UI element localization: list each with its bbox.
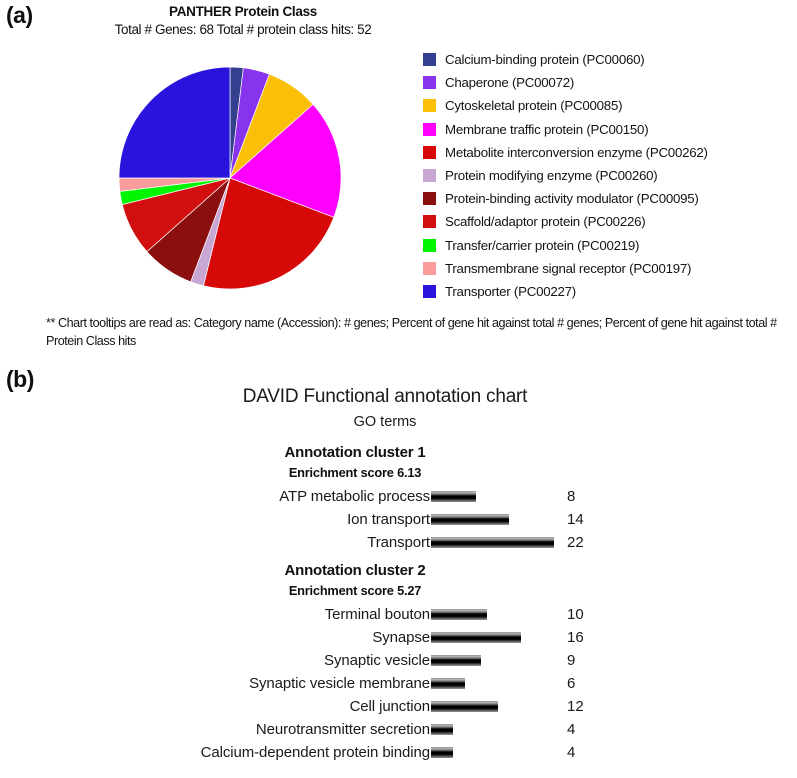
go-term-row[interactable]: Synaptic vesicle 9	[0, 649, 797, 672]
go-term-bar	[431, 632, 521, 643]
legend-item-label: Membrane traffic protein (PC00150)	[445, 121, 649, 137]
panel-a-panther: (a) PANTHER Protein Class Total # Genes:…	[0, 0, 797, 366]
legend-item-label: Cytoskeletal protein (PC00085)	[445, 98, 623, 114]
go-term-count: 10	[567, 606, 584, 623]
legend-color-swatch	[423, 122, 436, 136]
legend-item[interactable]: Calcium-binding protein (PC00060)	[423, 48, 793, 71]
legend-color-swatch	[423, 215, 436, 229]
go-term-bar	[431, 537, 554, 548]
go-term-bar	[431, 609, 487, 620]
panel-a-label: (a)	[6, 2, 33, 28]
go-term-label: Neurotransmitter secretion	[255, 721, 430, 738]
legend-item-label: Protein modifying enzyme (PC00260)	[445, 168, 658, 184]
go-term-count: 8	[567, 488, 576, 505]
annotation-cluster-2: Annotation cluster 2 Enrichment score 5.…	[0, 562, 797, 764]
go-term-row[interactable]: Synaptic vesicle membrane 6	[0, 672, 797, 695]
go-term-label: Synaptic vesicle	[324, 652, 430, 669]
go-term-count: 4	[567, 744, 576, 761]
pie-slice[interactable]: Transporter (PC00227): 13	[118, 66, 231, 179]
legend-item-label: Transporter (PC00227)	[445, 283, 576, 299]
david-chart-subtitle: GO terms	[353, 414, 417, 430]
go-term-count: 22	[567, 534, 584, 551]
go-term-bar	[431, 491, 476, 502]
legend-color-swatch	[423, 145, 436, 159]
legend-item-label: Chaperone (PC00072)	[445, 75, 575, 91]
go-term-label: Ion transport	[347, 511, 430, 528]
go-term-label: Transport	[367, 534, 430, 551]
panel-b-label: (b)	[6, 366, 34, 392]
legend-color-swatch	[423, 192, 436, 206]
legend-color-swatch	[423, 53, 436, 67]
go-term-count: 16	[567, 629, 584, 646]
panther-footnote: ** Chart tooltips are read as: Category …	[46, 316, 777, 349]
panel-b-david: (b) DAVID Functional annotation chart GO…	[0, 366, 797, 778]
panther-chart-title: PANTHER Protein Class	[169, 4, 317, 19]
go-term-count: 12	[567, 698, 584, 715]
cluster-enrichment-score: Enrichment score 5.27	[288, 583, 422, 598]
legend-item[interactable]: Metabolite interconversion enzyme (PC002…	[423, 141, 793, 164]
legend-item[interactable]: Transmembrane signal receptor (PC00197)	[423, 257, 793, 280]
go-term-row[interactable]: Calcium-dependent protein binding 4	[0, 741, 797, 764]
go-term-bar	[431, 678, 465, 689]
go-term-row[interactable]: ATP metabolic process 8	[0, 485, 797, 508]
go-term-count: 9	[567, 652, 576, 669]
legend-color-swatch	[423, 284, 436, 298]
pie-svg: Calcium-binding protein (PC00060): 1Chap…	[118, 66, 342, 290]
legend-item[interactable]: Scaffold/adaptor protein (PC00226)	[423, 210, 793, 233]
legend-color-swatch	[423, 238, 436, 252]
legend-color-swatch	[423, 261, 436, 275]
legend-item[interactable]: Transporter (PC00227)	[423, 280, 793, 303]
go-term-label: Calcium-dependent protein binding	[200, 744, 430, 761]
legend-item[interactable]: Protein modifying enzyme (PC00260)	[423, 164, 793, 187]
go-term-bar	[431, 655, 481, 666]
go-term-bar	[431, 724, 453, 735]
go-term-row[interactable]: Synapse 16	[0, 626, 797, 649]
go-term-row[interactable]: Ion transport 14	[0, 508, 797, 531]
legend-item-label: Transfer/carrier protein (PC00219)	[445, 237, 640, 253]
legend-item-label: Metabolite interconversion enzyme (PC002…	[445, 144, 708, 160]
annotation-cluster-1: Annotation cluster 1 Enrichment score 6.…	[0, 444, 797, 554]
cluster-title: Annotation cluster 2	[284, 562, 426, 579]
go-term-label: ATP metabolic process	[279, 488, 430, 505]
go-term-bar	[431, 747, 453, 758]
david-chart-title: DAVID Functional annotation chart	[242, 386, 528, 407]
go-term-row[interactable]: Cell junction 12	[0, 695, 797, 718]
legend-item[interactable]: Cytoskeletal protein (PC00085)	[423, 94, 793, 117]
legend-item-label: Protein-binding activity modulator (PC00…	[445, 191, 699, 207]
go-term-row[interactable]: Terminal bouton 10	[0, 603, 797, 626]
go-term-label: Terminal bouton	[324, 606, 430, 623]
legend-item[interactable]: Transfer/carrier protein (PC00219)	[423, 234, 793, 257]
legend-item-label: Scaffold/adaptor protein (PC00226)	[445, 214, 646, 230]
legend-color-swatch	[423, 169, 436, 183]
go-term-bar	[431, 514, 509, 525]
cluster-title: Annotation cluster 1	[284, 444, 426, 461]
panther-legend: Calcium-binding protein (PC00060) Chapero…	[423, 48, 793, 303]
legend-item[interactable]: Chaperone (PC00072)	[423, 71, 793, 94]
go-term-label: Synapse	[372, 629, 430, 646]
legend-color-swatch	[423, 76, 436, 90]
legend-item[interactable]: Membrane traffic protein (PC00150)	[423, 118, 793, 141]
pie-slice[interactable]: Metabolite interconversion enzyme (PC002…	[203, 177, 335, 290]
go-term-count: 6	[567, 675, 576, 692]
panther-pie-chart: Calcium-binding protein (PC00060): 1Chap…	[112, 66, 348, 290]
legend-item[interactable]: Protein-binding activity modulator (PC00…	[423, 187, 793, 210]
go-term-row[interactable]: Neurotransmitter secretion 4	[0, 718, 797, 741]
legend-item-label: Calcium-binding protein (PC00060)	[445, 52, 645, 68]
panther-chart-subtitle: Total # Genes: 68 Total # protein class …	[114, 22, 372, 37]
cluster-enrichment-score: Enrichment score 6.13	[288, 465, 422, 480]
pie-slice[interactable]: Membrane traffic protein (PC00150): 9	[229, 103, 342, 218]
go-term-row[interactable]: Transport 22	[0, 531, 797, 554]
legend-item-label: Transmembrane signal receptor (PC00197)	[445, 260, 692, 276]
go-term-bar	[431, 701, 498, 712]
legend-color-swatch	[423, 99, 436, 113]
go-term-label: Synaptic vesicle membrane	[249, 675, 430, 692]
go-term-count: 4	[567, 721, 576, 738]
go-term-label: Cell junction	[349, 698, 431, 715]
go-term-count: 14	[567, 511, 584, 528]
